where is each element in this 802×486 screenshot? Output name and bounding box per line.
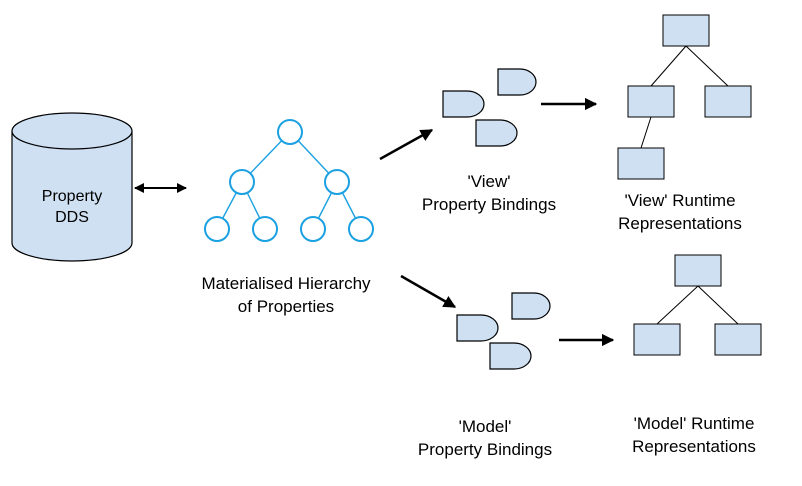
- property-dds-label-line2: DDS: [55, 209, 89, 226]
- view-runtime-node-root: [662, 14, 710, 47]
- hierarchy-to-model-arrow: [400, 274, 457, 309]
- hierarchy-node-leaf-3: [300, 216, 326, 242]
- model-bindings-label: 'Model' Property Bindings: [380, 415, 590, 461]
- hierarchy-node-left: [229, 169, 255, 195]
- hierarchy-node-leaf-2: [252, 216, 278, 242]
- hierarchy-node-root: [277, 119, 303, 145]
- view-binding-shape-1: [497, 68, 537, 96]
- model-binding-shape-3: [489, 342, 532, 370]
- hierarchy-node-right: [324, 169, 350, 195]
- model-runtime-node-right: [714, 323, 762, 356]
- hierarchy-label: Materialised Hierarchy of Properties: [168, 272, 404, 318]
- model-bindings-label-line2: Property Bindings: [417, 440, 553, 459]
- view-bindings-label-line1: 'View': [467, 172, 511, 191]
- hierarchy-to-view-arrow: [379, 128, 434, 161]
- view-binding-shape-2: [442, 90, 485, 118]
- property-dds-label-line1: Property: [41, 188, 103, 205]
- model-binding-shape-1: [511, 292, 551, 320]
- view-runtime-edges: [640, 45, 729, 149]
- hierarchy-label-line2: of Properties: [237, 297, 335, 316]
- view-bindings-shapes: [442, 68, 537, 147]
- view-runtime-node-right: [704, 85, 752, 118]
- view-runtime-label-line2: Representations: [618, 214, 742, 233]
- model-runtime-tree: [633, 254, 762, 356]
- hierarchy-label-line1: Materialised Hierarchy: [201, 274, 371, 293]
- model-runtime-node-root: [674, 254, 722, 287]
- model-bindings-label-line1: 'Model': [458, 417, 512, 436]
- model-runtime-label-line2: Representations: [632, 437, 756, 456]
- hierarchy-node-leaf-1: [204, 216, 230, 242]
- model-runtime-label: 'Model' Runtime Representations: [594, 412, 794, 458]
- view-runtime-label: 'View' Runtime Representations: [584, 189, 776, 235]
- view-runtime-tree: [617, 14, 752, 180]
- view-bindings-label-line2: Property Bindings: [421, 195, 557, 214]
- property-dds-label: Property DDS: [12, 186, 132, 228]
- view-binding-shape-3: [475, 119, 518, 147]
- property-dds-database: [11, 112, 133, 262]
- view-bindings-label: 'View' Property Bindings: [384, 170, 594, 216]
- model-runtime-edges: [656, 285, 739, 325]
- model-bindings-shapes: [456, 292, 551, 370]
- view-runtime-label-line1: 'View' Runtime: [624, 191, 736, 210]
- model-runtime-label-line1: 'Model' Runtime: [633, 414, 755, 433]
- model-runtime-node-left: [633, 323, 681, 356]
- model-binding-shape-2: [456, 314, 499, 342]
- view-runtime-node-leaf: [617, 147, 665, 180]
- view-runtime-node-left: [627, 85, 675, 118]
- property-hierarchy-tree: [204, 119, 374, 242]
- hierarchy-node-leaf-4: [348, 216, 374, 242]
